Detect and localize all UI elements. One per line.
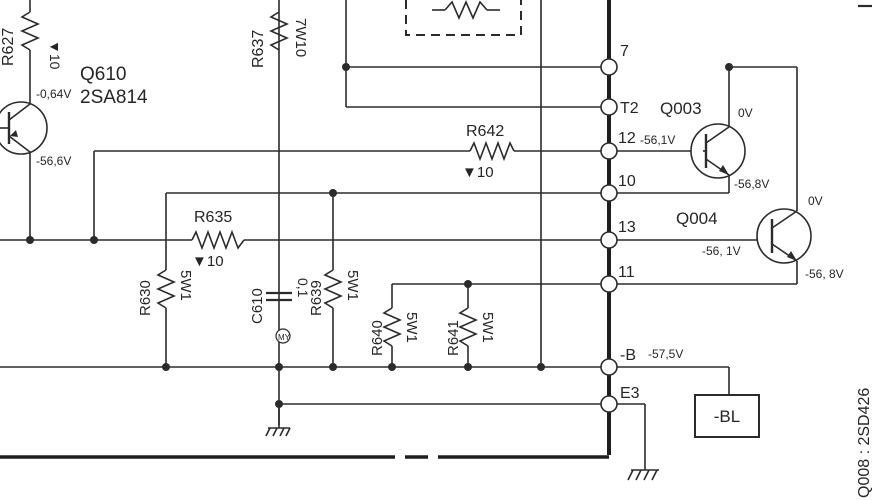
terminal-circles — [600, 58, 618, 413]
terminal-13 — [600, 231, 618, 249]
terminal-wires — [0, 66, 609, 405]
r630-ref: R630 — [137, 280, 154, 316]
q003-v-collector: 0V — [738, 106, 753, 120]
junction-dots — [26, 63, 733, 408]
q610-v-base: -0,64V — [36, 87, 71, 101]
terminal-7 — [600, 58, 618, 76]
q003-ref: Q003 — [660, 99, 702, 118]
r639-value: 5W1 — [344, 270, 361, 301]
r642-ref: R642 — [466, 123, 504, 140]
resistor-r635 — [191, 229, 245, 251]
r642-value: ▼10 — [462, 164, 494, 181]
transistor-q610 — [0, 72, 48, 240]
r627-ref: R627 — [0, 28, 17, 66]
resistor-r641 — [458, 284, 478, 367]
resistor-r640 — [382, 284, 402, 367]
terminal-label-e3: E3 — [620, 385, 640, 402]
sub-assembly-box — [405, 0, 522, 36]
r627-value: ▼10 — [47, 40, 63, 70]
ground-left-icon — [265, 404, 291, 437]
r641-ref: R641 — [445, 320, 462, 356]
r635-value: ▼10 — [192, 253, 224, 270]
terminal-label-t2: T2 — [620, 100, 639, 117]
ground-right-icon — [609, 403, 659, 481]
terminal-label-11: 11 — [618, 264, 635, 281]
bl-box-label: -BL — [714, 407, 740, 426]
resistor-r642 — [469, 140, 515, 162]
transistor-q003 — [609, 67, 746, 194]
terminal-label-b: -B — [620, 347, 636, 364]
q610-v-collector: -56,6V — [36, 154, 71, 168]
terminal-e3 — [600, 395, 618, 413]
capacitor-c610 — [266, 291, 292, 344]
terminal-11 — [600, 275, 618, 293]
r635-ref: R635 — [194, 209, 232, 226]
transistor-q004 — [609, 66, 812, 285]
supply-voltage: -57,5V — [648, 347, 683, 361]
r641-value: 5W1 — [479, 312, 496, 343]
side-note: Q008 : 2SD426 — [856, 388, 872, 498]
terminal-t2 — [600, 98, 618, 116]
c610-value: 0,1 — [295, 278, 311, 298]
resistor-r639 — [323, 193, 343, 367]
q004-v-base: -56, 1V — [702, 244, 741, 258]
terminal-12 — [600, 142, 618, 160]
terminal-label-13: 13 — [618, 219, 636, 236]
r637-value: 7W10 — [292, 18, 309, 57]
c610-ref: C610 — [249, 288, 266, 324]
r640-ref: R640 — [369, 320, 386, 356]
terminal-label-7: 7 — [620, 43, 629, 60]
q610-ref: Q610 — [80, 64, 126, 85]
q004-ref: Q004 — [676, 209, 718, 228]
q003-v-emitter: -56,8V — [734, 177, 769, 191]
r630-value: 5W1 — [177, 270, 194, 301]
resistor-r630 — [156, 269, 176, 367]
q004-v-emitter: -56, 8V — [805, 267, 844, 281]
r639-ref: R639 — [308, 280, 325, 316]
terminal-b — [600, 358, 618, 376]
bl-connection — [609, 366, 760, 438]
r637-ref: R637 — [250, 30, 267, 68]
c610-type-mark: MY — [278, 333, 291, 342]
terminal-label-10: 10 — [618, 173, 636, 190]
resistor-r637 — [269, 11, 289, 51]
resistor-r627 — [20, 0, 40, 72]
terminal-10 — [600, 184, 618, 202]
terminal-label-12: 12 — [618, 130, 636, 147]
r640-value: 5W1 — [403, 312, 420, 343]
q003-v-base: -56,1V — [640, 133, 675, 147]
q610-part: 2SA814 — [80, 87, 148, 108]
q004-v-collector: 0V — [808, 194, 823, 208]
